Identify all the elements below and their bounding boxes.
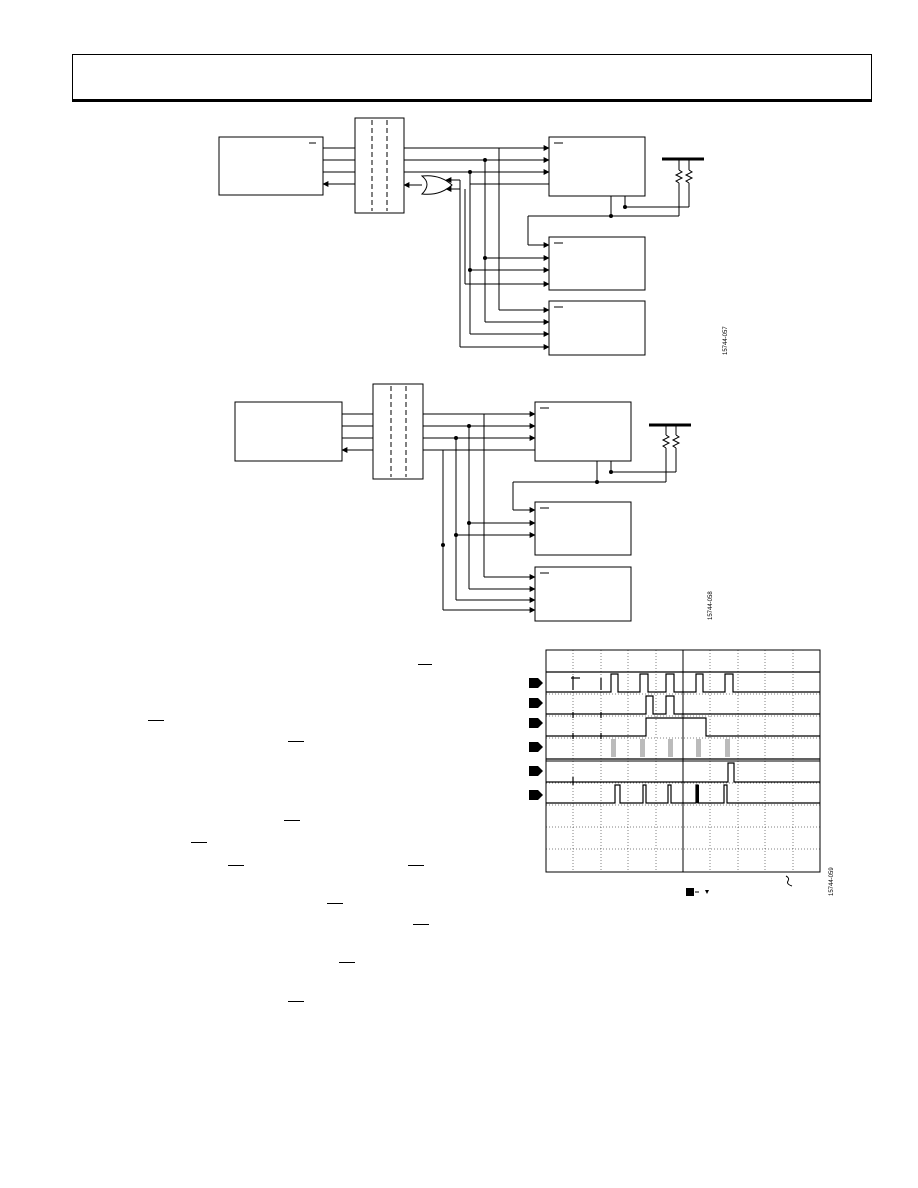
overline-mark bbox=[191, 842, 207, 843]
overline-mark bbox=[284, 820, 300, 821]
gray-pulses bbox=[611, 739, 730, 757]
overline-mark bbox=[288, 741, 304, 742]
isolator-block-b bbox=[372, 383, 424, 480]
zigzag-resistor-icon bbox=[684, 169, 694, 184]
figure-id-c: 15744-059 bbox=[829, 867, 835, 896]
figure-id-a: 15744-057 bbox=[723, 326, 729, 355]
figure-id-b: 15744-058 bbox=[708, 591, 714, 620]
overline-mark bbox=[228, 865, 244, 866]
overline-mark bbox=[408, 865, 424, 866]
device-block-b1 bbox=[534, 401, 632, 462]
zigzag-resistor-icon bbox=[661, 434, 671, 449]
overline-mark bbox=[327, 903, 343, 904]
square-arrow-icon bbox=[686, 888, 694, 896]
scope-screen bbox=[545, 649, 821, 873]
device-block-b2 bbox=[534, 501, 632, 556]
pentagon-arrow-icon bbox=[529, 698, 543, 708]
scope-traces bbox=[546, 671, 820, 804]
overline-mark bbox=[339, 962, 355, 963]
circuit-diagram-a: 15744-057 bbox=[0, 0, 918, 380]
pentagon-arrow-icon bbox=[529, 766, 543, 776]
pentagon-arrow-icon bbox=[529, 678, 543, 688]
pentagon-arrow-icon bbox=[529, 718, 543, 728]
device-block-a3 bbox=[548, 300, 646, 356]
controller-block-b bbox=[234, 401, 343, 462]
overline-mark bbox=[148, 720, 164, 721]
isolator-block-a bbox=[354, 117, 405, 214]
device-block-a1 bbox=[548, 136, 646, 197]
zigzag-resistor-icon bbox=[671, 434, 681, 449]
overline-mark bbox=[418, 664, 432, 665]
or-gate-icon bbox=[420, 175, 453, 195]
device-block-b3 bbox=[534, 566, 632, 622]
channel-markers bbox=[529, 678, 543, 800]
zigzag-resistor-icon bbox=[674, 169, 684, 184]
overline-mark bbox=[288, 1001, 304, 1002]
circuit-diagram-b: 15744-058 bbox=[0, 380, 918, 625]
scope-capture-figure: 15744-059 bbox=[0, 640, 918, 905]
pentagon-arrow-icon bbox=[529, 790, 543, 800]
pentagon-arrow-icon bbox=[529, 742, 543, 752]
device-block-a2 bbox=[548, 236, 646, 291]
controller-block-a bbox=[218, 136, 324, 196]
page-header-frame bbox=[72, 54, 872, 102]
overline-mark bbox=[413, 924, 429, 925]
